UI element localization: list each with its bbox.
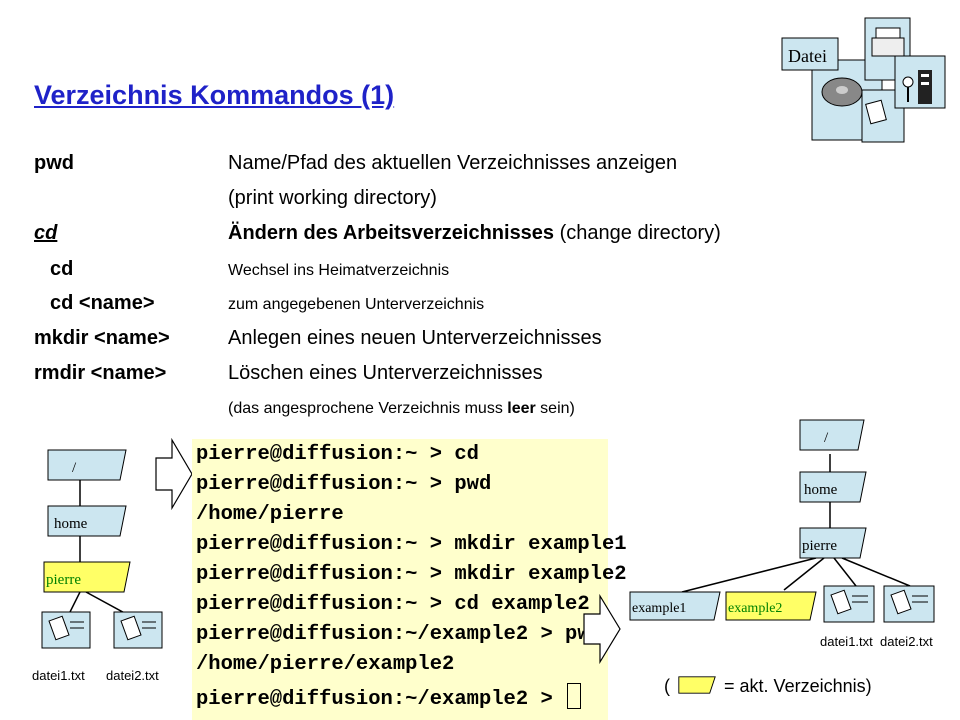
document-icon — [823, 585, 875, 623]
terminal-line: pierre@diffusion:~/example2 > — [196, 688, 566, 711]
folder-home-right: home — [799, 471, 867, 503]
arrow-right-icon — [155, 438, 193, 510]
desc-pwd-note: (print working directory) — [228, 187, 437, 209]
current-directory-legend: ( = akt. Verzeichnis) — [664, 675, 872, 697]
desc-rmdir-note-bold: leer — [507, 400, 536, 417]
folder-example2-label: example2 — [728, 601, 782, 616]
terminal-line: pierre@diffusion:~ > mkdir example1 — [196, 533, 627, 556]
tree-left: / home pierre — [41, 449, 163, 649]
terminal-line: /home/pierre/example2 — [196, 653, 455, 676]
document-icon — [883, 585, 935, 623]
folder-pierre-right-label: pierre — [802, 538, 837, 554]
document-icon — [113, 611, 163, 649]
terminal-line: pierre@diffusion:~ > pwd — [196, 473, 492, 496]
arrow-right-icon — [583, 593, 621, 665]
corner-icon-label: Datei — [788, 46, 827, 66]
folder-root-left-label: / — [72, 460, 77, 476]
page-title: Verzeichnis Kommandos (1) — [34, 80, 395, 110]
cmd-pwd: pwd — [34, 152, 74, 174]
desc-rmdir: Löschen eines Unterverzeichnisses — [228, 362, 543, 384]
computer-network-icon: Datei — [781, 17, 946, 143]
desc-cd-home: Wechsel ins Heimatverzeichnis — [228, 262, 450, 279]
terminal-line: pierre@diffusion:~ > mkdir example2 — [196, 563, 627, 586]
legend-open: ( — [664, 676, 670, 696]
desc-mkdir: Anlegen eines neuen Unterverzeichnisses — [228, 327, 602, 349]
cmd-rmdir: rmdir <name> — [34, 362, 167, 384]
legend-text: = akt. Verzeichnis) — [724, 676, 872, 696]
current-folder-swatch — [678, 676, 716, 694]
terminal-line: pierre@diffusion:~ > cd example2 — [196, 593, 590, 616]
desc-cd-rest: (change directory) — [554, 222, 721, 244]
terminal-last-line: pierre@diffusion:~/example2 > — [196, 683, 582, 711]
cmd-cd: cd — [34, 222, 58, 244]
desc-rmdir-note-pre: (das angesprochene Verzeichnis muss — [228, 400, 508, 417]
terminal-cursor — [567, 683, 582, 709]
folder-root-right: / — [799, 419, 865, 451]
folder-example1: example1 — [629, 591, 721, 621]
desc-rmdir-note-post: sein) — [535, 400, 575, 417]
folder-root-left: / — [47, 449, 127, 481]
folder-root-right-label: / — [824, 430, 829, 446]
desc-cd: Ändern des Arbeitsverzeichnisses (change… — [228, 222, 721, 245]
folder-example1-label: example1 — [632, 601, 686, 616]
file-label-left-2: datei2.txt — [106, 668, 159, 683]
terminal-output: pierre@diffusion:~ > cd pierre@diffusion… — [192, 439, 627, 720]
file-label-right-1: datei1.txt — [820, 634, 873, 649]
desc-cd-bold: Ändern des Arbeitsverzeichnisses — [228, 222, 555, 244]
folder-pierre-right: pierre — [799, 527, 867, 559]
folder-pierre-left-label: pierre — [46, 572, 81, 588]
cmd-cd-name: cd <name> — [50, 292, 155, 314]
terminal-line: pierre@diffusion:~/example2 > pwd — [196, 623, 602, 646]
folder-example2-current: example2 — [725, 591, 817, 621]
document-icon — [41, 611, 91, 649]
folder-pierre-left-current: pierre — [43, 561, 131, 593]
tree-right: / home pierre example1 example2 — [629, 419, 935, 623]
folder-home-right-label: home — [804, 482, 838, 498]
folder-home-left: home — [47, 505, 127, 537]
desc-rmdir-note: (das angesprochene Verzeichnis muss leer… — [228, 400, 575, 418]
folder-home-left-label: home — [54, 516, 88, 532]
desc-pwd: Name/Pfad des aktuellen Verzeichnisses a… — [228, 152, 678, 174]
cmd-cd-home: cd — [50, 258, 74, 280]
terminal-line: pierre@diffusion:~ > cd — [196, 443, 479, 466]
cmd-mkdir: mkdir <name> — [34, 327, 170, 349]
file-label-left-1: datei1.txt — [32, 668, 85, 683]
desc-cd-name: zum angegebenen Unterverzeichnis — [228, 296, 485, 313]
file-label-right-2: datei2.txt — [880, 634, 933, 649]
terminal-line: /home/pierre — [196, 503, 344, 526]
